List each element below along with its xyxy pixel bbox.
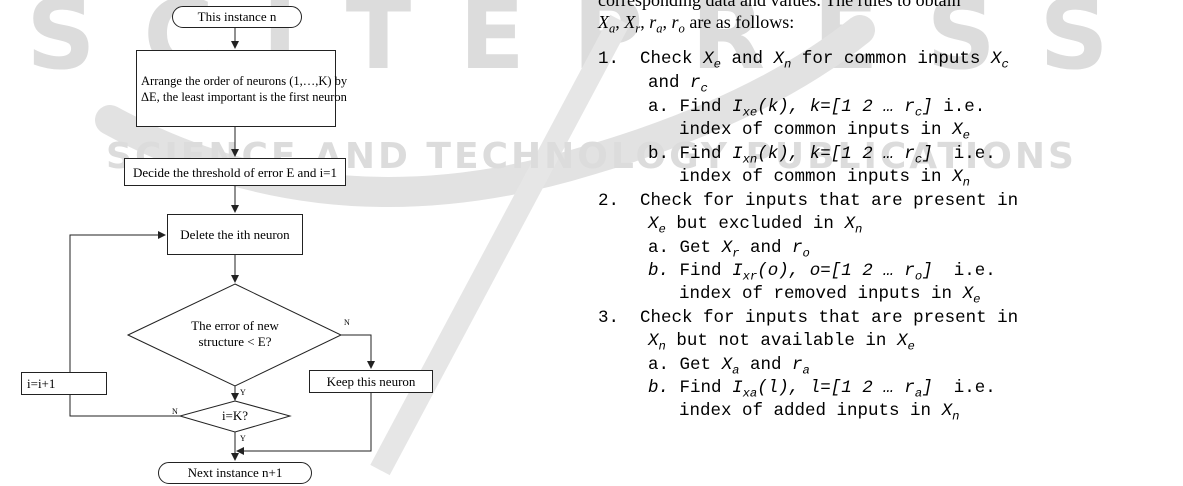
step-1a-line2: index of common inputs in Xe bbox=[679, 120, 970, 143]
step-1a-ie: i.e. bbox=[943, 97, 986, 117]
step-3b-line2: index of added inputs in Xn bbox=[679, 401, 960, 424]
step-3b-line2-text: index of added inputs in bbox=[679, 401, 932, 421]
step-2a-number: a. bbox=[648, 238, 670, 258]
decide-label: Decide the threshold of error E and i=1 bbox=[132, 164, 338, 180]
diamond2-no-label: N bbox=[172, 407, 178, 416]
start-terminal: This instance n bbox=[172, 6, 302, 28]
step-2-line2-text: but excluded in bbox=[676, 214, 834, 234]
diamond1-no-label: N bbox=[344, 318, 350, 327]
step-2b-text: Find bbox=[679, 261, 722, 281]
step-1a-text: Find bbox=[679, 97, 722, 117]
keep-process-box: Keep this neuron bbox=[309, 370, 433, 393]
step-1b-line2-text: index of common inputs in bbox=[679, 167, 942, 187]
step-3b-line1: b. Find Ixa(l), l=[1 2 … ra] i.e. bbox=[648, 378, 996, 401]
diamond1-label-line1: The error of new bbox=[191, 318, 279, 333]
step-1b-close: ] bbox=[922, 144, 933, 164]
step-1a-number: a. bbox=[648, 97, 670, 117]
step-1b-line2: index of common inputs in Xn bbox=[679, 167, 970, 190]
diamond1-label-line2: structure < E? bbox=[198, 334, 272, 349]
step-2b-line2-text: index of removed inputs in bbox=[679, 284, 953, 304]
end-label: Next instance n+1 bbox=[187, 465, 283, 480]
delete-process-box: Delete the ith neuron bbox=[167, 214, 303, 255]
step-2a-line: a. Get Xr and ro bbox=[648, 238, 810, 261]
step-2-line1: 2. Check for inputs that are present in bbox=[598, 190, 1018, 212]
step-3b-ie: i.e. bbox=[953, 378, 996, 398]
step-2b-number: b. bbox=[648, 261, 670, 281]
step-2-line1-text: Check for inputs that are present in bbox=[640, 191, 1019, 211]
arrange-label-line1: Arrange the order of neurons (1,…,K) by bbox=[141, 73, 348, 88]
variables-intro: Xa, Xr, ra, ro are as follows: bbox=[598, 12, 795, 36]
step-1-number: 1. bbox=[598, 49, 620, 69]
increment-process-box: i=i+1 bbox=[21, 372, 107, 395]
step-3b-text: Find bbox=[679, 378, 722, 398]
step-2b-arg: (o), o=[1 2 … r bbox=[757, 261, 915, 281]
pruning-flowchart: This instance n Arrange the order of neu… bbox=[21, 6, 433, 484]
arrange-label-line2: ΔE, the least important is the first neu… bbox=[141, 89, 347, 104]
step-1a-line1: a. Find Ixe(k), k=[1 2 … rc] i.e. bbox=[648, 97, 986, 120]
step-3-line2-text: but not available in bbox=[676, 331, 887, 351]
step-3a-number: a. bbox=[648, 355, 670, 375]
diamond2-label: i=K? bbox=[221, 408, 249, 423]
step-1-text-c: for common inputs bbox=[801, 49, 981, 69]
step-2b-line2: index of removed inputs in Xe bbox=[679, 284, 981, 307]
intro-partial-line: corresponding data and values. The rules… bbox=[598, 0, 961, 10]
step-1-and: and bbox=[648, 73, 680, 93]
diamond1-label: The error of new structure < E? bbox=[160, 318, 310, 350]
step-1b-ie: i.e. bbox=[953, 144, 996, 164]
step-3a-line: a. Get Xa and ra bbox=[648, 355, 810, 378]
step-1b-number: b. bbox=[648, 144, 670, 164]
step-2b-ie: i.e. bbox=[953, 261, 996, 281]
variables-suffix: are as follows: bbox=[689, 12, 795, 32]
step-3a-and: and bbox=[749, 355, 782, 375]
step-3b-close: ] bbox=[922, 378, 933, 398]
step-2b-close: ] bbox=[922, 261, 933, 281]
step-1b-arg: (k), k=[1 2 … r bbox=[757, 144, 915, 164]
end-terminal: Next instance n+1 bbox=[158, 462, 312, 484]
diamond1-yes-label: Y bbox=[240, 388, 246, 397]
step-1-text-b: and bbox=[731, 49, 763, 69]
step-1a-arg: (k), k=[1 2 … r bbox=[757, 97, 915, 117]
start-label: This instance n bbox=[197, 9, 277, 24]
step-1-line2: and rc bbox=[648, 73, 708, 96]
step-1-text-a: Check bbox=[640, 49, 693, 69]
keep-label: Keep this neuron bbox=[326, 374, 416, 389]
decide-process-box: Decide the threshold of error E and i=1 bbox=[124, 158, 346, 186]
step-3b-arg: (l), l=[1 2 … r bbox=[757, 378, 915, 398]
increment-label: i=i+1 bbox=[27, 376, 56, 391]
step-3-line1: 3. Check for inputs that are present in bbox=[598, 307, 1018, 329]
arrange-process-box: Arrange the order of neurons (1,…,K) by … bbox=[136, 50, 347, 127]
step-2b-line1: b. Find Ixr(o), o=[1 2 … ro] i.e. bbox=[648, 261, 996, 284]
step-2-line2: Xe but excluded in Xn bbox=[648, 214, 863, 237]
step-1b-line1: b. Find Ixn(k), k=[1 2 … rc] i.e. bbox=[648, 144, 996, 167]
step-1-line1: 1. Check Xe and Xn for common inputs Xc bbox=[598, 49, 1009, 72]
step-2a-text: Get bbox=[679, 238, 712, 258]
step-3-number: 3. bbox=[598, 308, 620, 328]
flowchart-connectors bbox=[69, 28, 375, 461]
step-3-line1-text: Check for inputs that are present in bbox=[640, 308, 1019, 328]
step-3-line2: Xn but not available in Xe bbox=[648, 331, 915, 354]
step-2-number: 2. bbox=[598, 191, 620, 211]
step-1b-text: Find bbox=[679, 144, 722, 164]
step-3a-text: Get bbox=[679, 355, 712, 375]
step-3b-number: b. bbox=[648, 378, 670, 398]
step-2a-and: and bbox=[749, 238, 782, 258]
step-1a-close: ] bbox=[922, 97, 933, 117]
diamond2-yes-label: Y bbox=[240, 434, 246, 443]
step-1a-line2-text: index of common inputs in bbox=[679, 120, 942, 140]
delete-label: Delete the ith neuron bbox=[180, 227, 290, 242]
